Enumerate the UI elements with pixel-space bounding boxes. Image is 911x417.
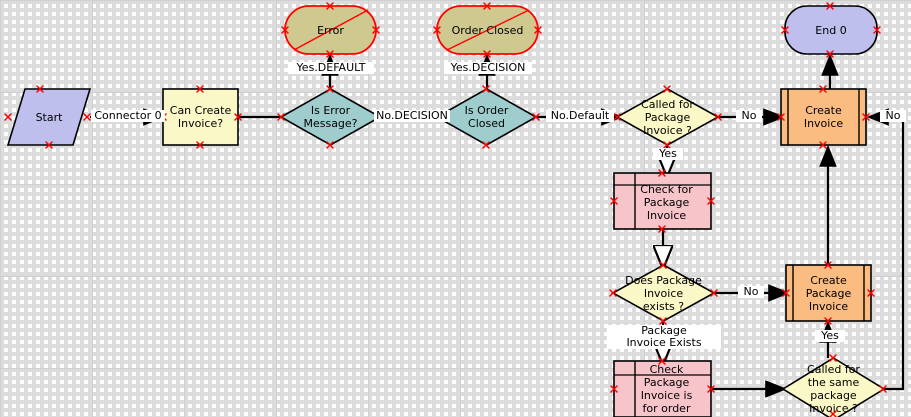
edge-label-yes-called-same: Yes xyxy=(815,330,845,342)
node-create-package-invoice[interactable] xyxy=(785,264,872,322)
node-create-invoice[interactable] xyxy=(780,88,867,146)
edge-label-no-does-exists: No xyxy=(738,286,764,298)
node-end0[interactable] xyxy=(784,5,878,55)
edge-label-no-default: No.Default xyxy=(546,110,614,122)
edge-label-no-called-pkg: No xyxy=(736,110,762,122)
edge-label-yes-default: Yes.DEFAULT xyxy=(288,62,374,74)
node-is-error-message[interactable] xyxy=(279,88,382,146)
node-does-package-invoice-exists[interactable] xyxy=(611,264,716,322)
edge-label-yes-called-pkg: Yes xyxy=(653,148,683,160)
node-called-for-package-invoice[interactable] xyxy=(615,88,720,146)
node-check-package-invoice-is-for-order[interactable] xyxy=(613,360,712,417)
node-start[interactable] xyxy=(6,88,92,146)
order-closed-strike-line xyxy=(446,9,530,51)
edge-called-same-to-create-invoice xyxy=(866,108,905,391)
edge-label-package-invoice-exists: Package Invoice Exists xyxy=(607,325,721,349)
node-can-create-invoice[interactable] xyxy=(162,88,239,146)
edge-label-yes-decision: Yes.DECISION xyxy=(444,62,532,74)
anchor-markers xyxy=(4,2,887,417)
edge-label-no-called-same: No xyxy=(880,110,906,122)
edge-label-no-decision: No.DECISION xyxy=(374,110,450,122)
edge-label-connector-0: Connector 0 xyxy=(91,110,165,122)
node-is-order-closed[interactable] xyxy=(435,88,538,146)
node-check-for-package-invoice[interactable] xyxy=(613,172,712,230)
error-strike-line xyxy=(293,9,369,51)
node-called-for-same-package-invoice[interactable] xyxy=(781,357,886,417)
